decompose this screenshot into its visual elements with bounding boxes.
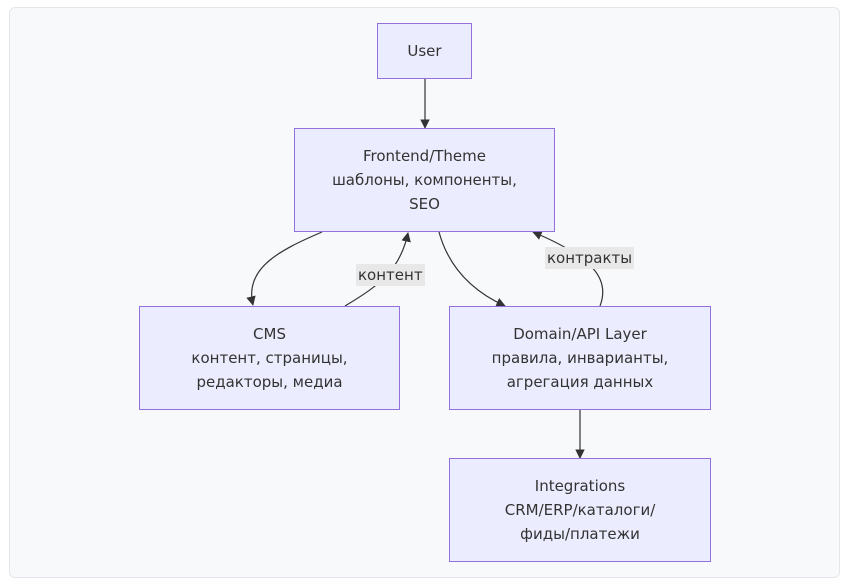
node-cms-title: CMS bbox=[253, 325, 286, 343]
node-frontend-line-2: шаблоны, компоненты, bbox=[332, 171, 517, 189]
edge-frontend-to-domain bbox=[438, 231, 506, 307]
node-cms-line-2: контент, страницы, bbox=[191, 349, 348, 367]
node-domain-line-3: агрегация данных bbox=[506, 373, 654, 391]
node-cms: CMS контент, страницы, редакторы, медиа bbox=[139, 306, 400, 410]
node-integrations: Integrations CRM/ERP/каталоги/ фиды/плат… bbox=[449, 458, 711, 562]
node-frontend-line-3: SEO bbox=[409, 195, 440, 213]
edge-frontend-to-cms bbox=[246, 231, 323, 306]
node-integrations-line-2: CRM/ERP/каталоги/ bbox=[504, 501, 656, 519]
edge-domain-to-frontend bbox=[532, 230, 604, 307]
node-user-title: User bbox=[407, 42, 442, 60]
node-frontend: Frontend/Theme шаблоны, компоненты, SEO bbox=[294, 128, 555, 232]
node-user: User bbox=[377, 23, 472, 79]
node-frontend-title: Frontend/Theme bbox=[363, 147, 486, 165]
node-domain-title: Domain/API Layer bbox=[513, 325, 647, 343]
edge-label-contracts: контракты bbox=[545, 247, 635, 269]
node-domain-line-2: правила, инварианты, bbox=[491, 349, 669, 367]
node-cms-line-3: редакторы, медиа bbox=[196, 373, 343, 391]
node-integrations-title: Integrations bbox=[534, 477, 626, 495]
edge-label-content: контент bbox=[356, 264, 425, 286]
node-domain: Domain/API Layer правила, инварианты, аг… bbox=[449, 306, 711, 410]
node-integrations-line-3: фиды/платежи bbox=[520, 525, 640, 543]
